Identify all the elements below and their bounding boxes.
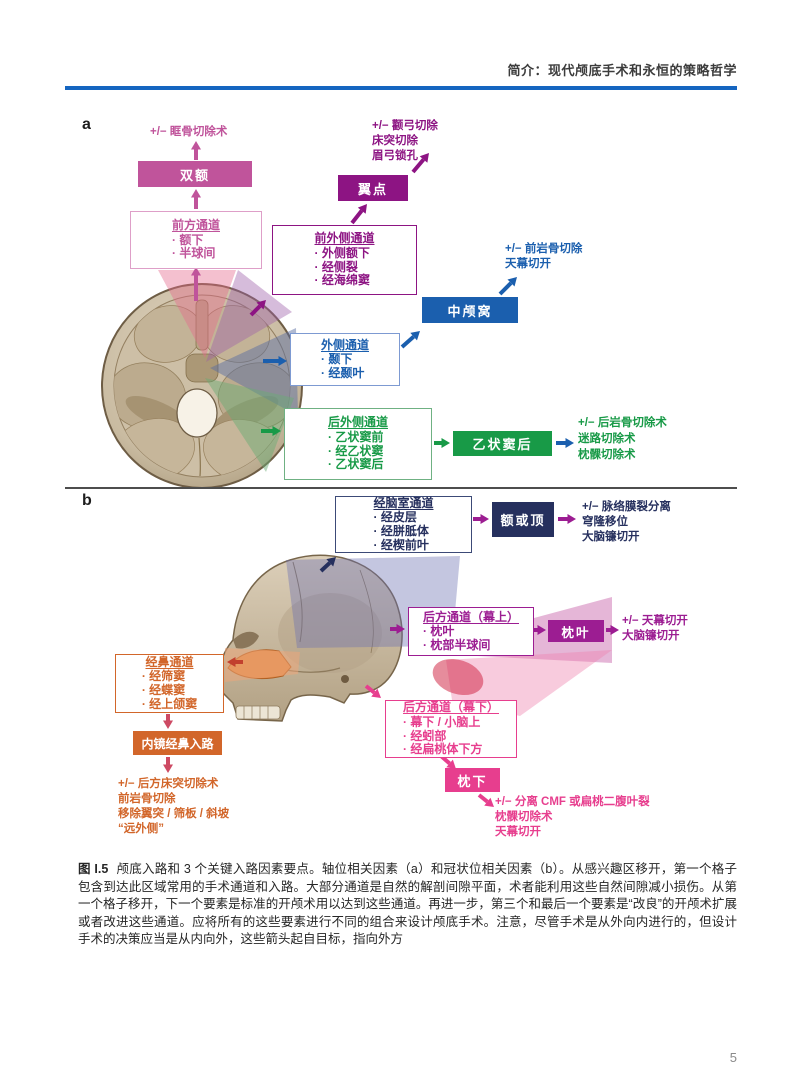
modifier-line: +/− 前岩骨切除 <box>505 243 583 255</box>
channel-item: · 经皮层 <box>373 510 417 525</box>
lateral-corridor-wedge <box>210 328 298 416</box>
channel-title: 后方通道（幕上） <box>422 609 519 624</box>
channel-item: · 经扁桃体下方 <box>402 742 483 757</box>
posterolateral-corridor-wedge <box>205 378 294 472</box>
channel-item: · 乙状窦前 <box>327 429 384 444</box>
modifier-line: 天幕切开 <box>505 258 551 270</box>
channel-title: 外侧通道 <box>320 337 369 352</box>
channel-box-posterior-infratentorial: 后方通道（幕下） · 幕下 / 小脑上 · 经蚓部 · 经扁桃体下方 <box>385 700 517 758</box>
channel-item: · 半球间 <box>171 246 216 261</box>
channel-item: · 枕部半球间 <box>422 637 491 652</box>
figure-caption-text: 颅底入路和 3 个关键入路因素要点。轴位相关因素（a）和冠状位相关因素（b）。从… <box>78 862 737 946</box>
craniotomy-box-retrosigmoid: 乙状窦后 <box>453 431 552 456</box>
channel-box-transventricular: 经脑室通道 · 经皮层 · 经胼胝体 · 经楔前叶 <box>335 496 472 553</box>
modifier-line: +/− 后岩骨切除术 <box>578 417 667 429</box>
modifier-line: +/− 颧弓切除 <box>372 120 438 132</box>
infratentorial-overlay <box>446 650 612 716</box>
figure-caption-label: 图 I.5 <box>78 862 109 876</box>
modifier-transnasal: +/− 后方床突切除术 前岩骨切除 移除翼突 / 筛板 / 斜坡 “远外侧” <box>118 777 229 837</box>
modifier-line: 大脑镰切开 <box>622 630 680 642</box>
axial-skull-illustration <box>101 270 303 489</box>
channel-item: · 乙状窦后 <box>327 457 384 472</box>
channel-item: · 经上颌窦 <box>141 696 198 711</box>
craniotomy-box-bifrontal: 双额 <box>138 161 252 187</box>
channel-item: · 额下 <box>171 232 204 247</box>
modifier-lateral: +/− 前岩骨切除 天幕切开 <box>505 242 582 272</box>
channel-item: · 经海绵窦 <box>314 273 370 288</box>
channel-title: 经鼻通道 <box>145 654 194 669</box>
channel-box-anterolateral: 前外侧通道 · 外侧额下 · 经侧裂 · 经海绵窦 <box>272 225 417 295</box>
channel-title: 经脑室通道 <box>373 495 434 510</box>
modifier-line: 大脑镰切开 <box>582 531 640 543</box>
channel-title: 后方通道（幕下） <box>402 700 499 715</box>
channel-box-posterior-supratentorial: 后方通道（幕上） · 枕叶 · 枕部半球间 <box>408 607 534 656</box>
channel-box-anterior: 前方通道 · 额下 · 半球间 <box>130 211 262 269</box>
modifier-line: 前岩骨切除 <box>118 793 176 805</box>
channel-box-lateral: 外侧通道 · 颞下 · 经颞叶 <box>290 333 400 386</box>
channel-item: · 经侧裂 <box>314 259 358 274</box>
modifier-line: 穹隆移位 <box>582 516 628 528</box>
channel-item: · 经楔前叶 <box>373 537 429 552</box>
header-rule <box>65 86 737 90</box>
craniotomy-box-suboccipital: 枕下 <box>445 768 500 792</box>
channel-item: · 经乙状窦 <box>327 443 384 458</box>
modifier-line: +/− 分离 CMF 或扁桃二腹叶裂 <box>495 796 650 808</box>
channel-item: · 经蚓部 <box>402 728 447 743</box>
channel-item: · 经蝶窦 <box>141 683 186 697</box>
channel-item: · 枕叶 <box>422 624 455 639</box>
craniotomy-box-endoscopic-endonasal: 内镜经鼻入路 <box>133 731 222 755</box>
craniotomy-box-middle-fossa: 中颅窝 <box>422 297 518 323</box>
channel-item: · 幕下 / 小脑上 <box>402 714 481 729</box>
modifier-anterolateral: +/− 颧弓切除 床突切除 眉弓锁孔 <box>372 119 438 164</box>
modifier-line: 枕髁切除术 <box>495 811 553 823</box>
modifier-transventricular: +/− 脉络膜裂分离 穹隆移位 大脑镰切开 <box>582 500 671 545</box>
modifier-line: 天幕切开 <box>495 826 541 838</box>
craniotomy-box-occipital: 枕叶 <box>548 620 604 642</box>
channel-item: · 经筛窦 <box>141 669 186 684</box>
modifier-line: +/− 脉络膜裂分离 <box>582 501 671 513</box>
modifier-line: +/− 天幕切开 <box>622 615 688 627</box>
modifier-line: +/− 后方床突切除术 <box>118 778 219 790</box>
channel-title: 后外侧通道 <box>327 415 388 430</box>
modifier-supratentorial: +/− 天幕切开 大脑镰切开 <box>622 614 688 644</box>
channel-box-transnasal: 经鼻通道 · 经筛窦 · 经蝶窦 · 经上颌窦 <box>115 654 224 713</box>
anterior-corridor-wedge <box>158 270 236 358</box>
modifier-anterior: +/− 眶骨切除术 <box>150 125 227 140</box>
page-header: 简介：现代颅底手术和永恒的策略哲学 <box>507 63 737 78</box>
channel-item: · 经颞叶 <box>320 365 365 380</box>
panel-divider-line <box>65 487 737 489</box>
flow-arrows <box>163 141 619 807</box>
modifier-line: “远外侧” <box>118 823 164 835</box>
modifier-line: 枕髁切除术 <box>578 449 636 461</box>
panel-a-label: a <box>82 116 91 133</box>
page-number: 5 <box>729 1050 737 1065</box>
channel-title: 前外侧通道 <box>314 231 375 246</box>
panel-b-label: b <box>82 492 92 509</box>
modifier-line: 床突切除 <box>372 135 418 147</box>
modifier-line: 移除翼突 / 筛板 / 斜坡 <box>118 808 230 820</box>
craniotomy-box-pterional: 翼点 <box>338 175 408 201</box>
modifier-posterolateral: +/− 后岩骨切除术 迷路切除术 枕髁切除术 <box>578 415 667 463</box>
channel-box-posterolateral: 后外侧通道 · 乙状窦前 · 经乙状窦 · 乙状窦后 <box>284 408 432 480</box>
occipital-target-patch <box>432 658 484 696</box>
channel-item: · 外侧额下 <box>314 245 370 260</box>
modifier-line: +/− 眶骨切除术 <box>150 126 228 138</box>
anterolateral-corridor-wedge <box>206 270 292 362</box>
transnasal-overlay <box>225 648 300 682</box>
channel-title: 前方通道 <box>171 218 220 233</box>
craniotomy-box-frontal-or-parietal: 额或顶 <box>492 502 554 537</box>
modifier-line: 眉弓锁孔 <box>372 150 418 162</box>
channel-item: · 颞下 <box>320 352 353 367</box>
modifier-infratentorial: +/− 分离 CMF 或扁桃二腹叶裂 枕髁切除术 天幕切开 <box>495 795 650 840</box>
modifier-line: 迷路切除术 <box>578 433 636 445</box>
channel-item: · 经胼胝体 <box>373 524 429 538</box>
